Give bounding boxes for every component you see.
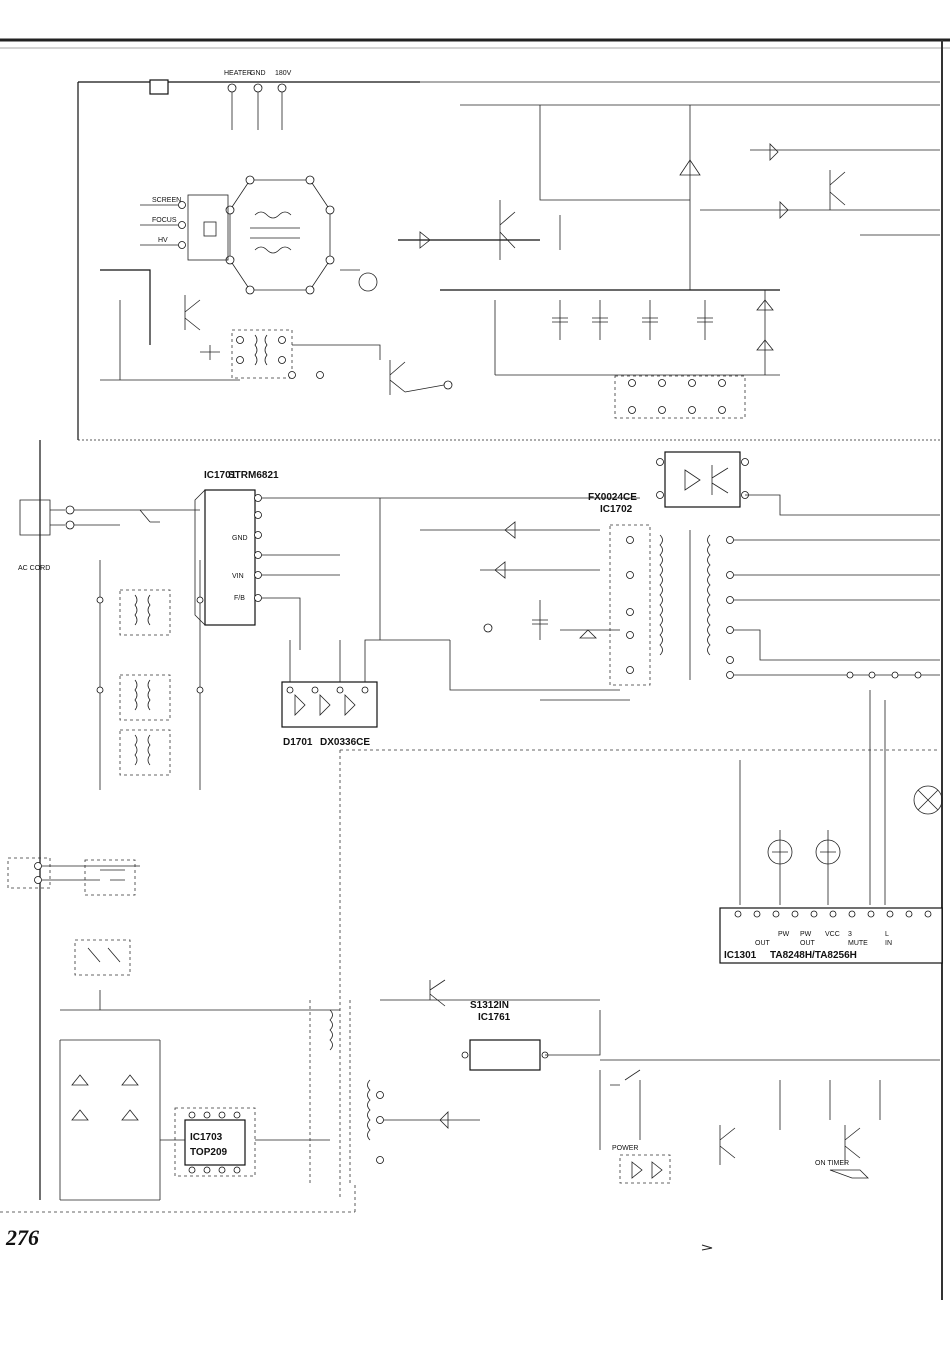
ic1701-pin-gnd: GND bbox=[232, 535, 248, 542]
d1701-ref: D1701 bbox=[283, 737, 313, 748]
ic1301-pin-out1: OUT bbox=[755, 940, 771, 947]
flyback-terminal-180v: 180V bbox=[275, 70, 292, 77]
flyback-terminal-gnd: GND bbox=[250, 70, 266, 77]
ic1301-pin-pw2: PW bbox=[800, 931, 812, 938]
ic1761-ref: IC1761 bbox=[478, 1012, 511, 1023]
ic1703-ref: IC1703 bbox=[190, 1132, 223, 1143]
ic1301-pin-in: IN bbox=[885, 940, 892, 947]
ic1701-pin-fb: F/B bbox=[234, 595, 245, 602]
flyback-terminal-screen: SCREEN bbox=[152, 197, 181, 204]
ic1301-pin-pw1: PW bbox=[778, 931, 790, 938]
ic1301-ref: IC1301 bbox=[724, 950, 757, 961]
ic1702-part: FX0024CE bbox=[588, 492, 637, 503]
ic1703-part: TOP209 bbox=[190, 1147, 227, 1158]
ic1301-part: TA8248H/TA8256H bbox=[770, 950, 857, 961]
ic1301-pin-3: 3 bbox=[848, 931, 852, 938]
page-number: 276 bbox=[5, 1225, 39, 1250]
ic1301-pin-mute: MUTE bbox=[848, 940, 868, 947]
audio-amp-section: PW OUT PW OUT VCC 3 MUTE L IN IC1301 TA8… bbox=[719, 690, 943, 964]
flyback-terminal-hv: HV bbox=[158, 237, 168, 244]
on-timer-label: ON TIMER bbox=[815, 1160, 849, 1167]
flyback-terminal-heater: HEATER bbox=[224, 70, 252, 77]
ic1702-ref: IC1702 bbox=[600, 504, 633, 515]
ic1301-pin-vcc: VCC bbox=[825, 931, 840, 938]
flyback-terminal-focus: FOCUS bbox=[152, 217, 177, 224]
power-indicator-label: POWER bbox=[612, 1145, 638, 1152]
flyback-section: HEATER GND 180V SCREEN FOCUS HV bbox=[77, 70, 940, 441]
ic1761-part: S1312IN bbox=[470, 1000, 509, 1011]
ic1701-part: STRM6821 bbox=[228, 470, 279, 481]
ic1301-pin-out2: OUT bbox=[800, 940, 816, 947]
ic1301-pin-l: L bbox=[885, 931, 889, 938]
d1701-part: DX0336CE bbox=[320, 737, 370, 748]
power-supply-section: AC CORD GND VIN F/B IC1701 STRM6821 bbox=[18, 440, 940, 1200]
ic1701-pin-vin: VIN bbox=[232, 573, 244, 580]
ac-cord-label: AC CORD bbox=[18, 565, 50, 572]
ic1701-ref: IC1701 bbox=[204, 470, 237, 481]
standby-section: IC1703 TOP209 IC1761 S1312IN POWER ON TI bbox=[0, 857, 940, 1213]
scan-mark bbox=[701, 1244, 713, 1251]
